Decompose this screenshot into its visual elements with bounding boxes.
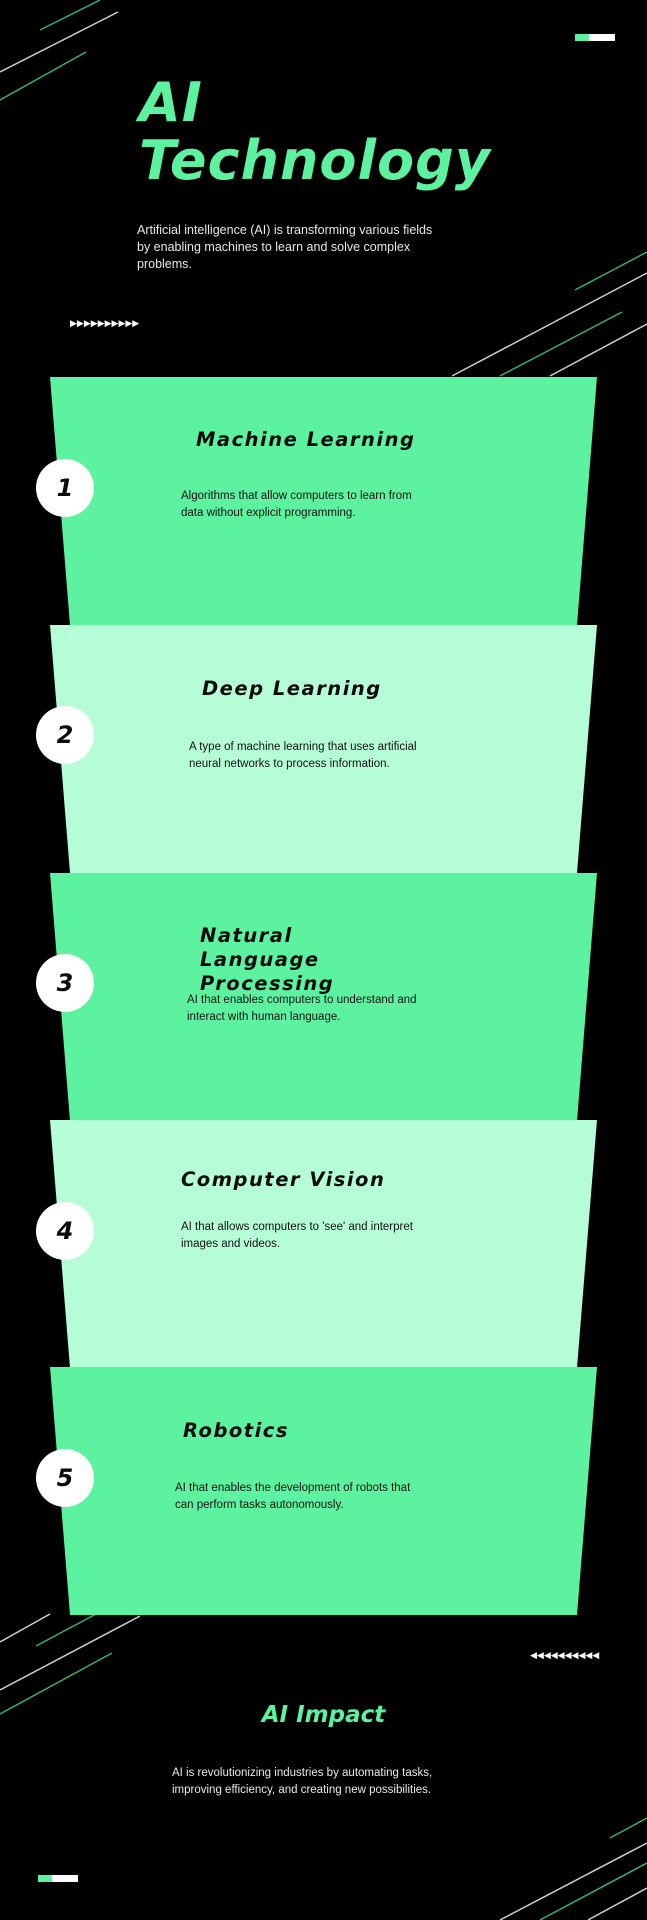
accent-bar-top	[575, 34, 615, 41]
page-title: AI Technology	[139, 74, 491, 190]
title-line-2: Technology	[139, 129, 491, 192]
impact-title: AI Impact	[261, 1702, 386, 1728]
step-4-description: AI that allows computers to 'see' and in…	[181, 1221, 413, 1250]
arrows-right-decoration: ▶▶▶▶▶▶▶▶▶▶	[70, 319, 140, 329]
step-3-panel	[50, 873, 597, 1121]
step-5-description: AI that enables the development of robot…	[175, 1482, 411, 1511]
step-1-title: Machine Learning	[196, 428, 416, 451]
arrows-left-decoration: ◀◀◀◀◀◀◀◀◀◀	[530, 1651, 600, 1661]
step-1-panel	[50, 377, 597, 625]
title-line-1: AI	[139, 71, 203, 134]
step-4-panel	[50, 1120, 597, 1368]
accent-bar-bottom	[38, 1875, 78, 1882]
step-3-description: AI that enables computers to understand …	[187, 994, 417, 1023]
intro-text: Artificial intelligence (AI) is transfor…	[137, 223, 433, 271]
step-3-number: 3	[36, 954, 94, 1012]
step-2-number: 2	[36, 706, 94, 764]
step-1-description: Algorithms that allow computers to learn…	[181, 490, 412, 519]
step-5-number: 5	[36, 1449, 94, 1507]
step-5-panel	[50, 1367, 597, 1615]
step-2-panel	[50, 625, 597, 873]
step-2-description: A type of machine learning that uses art…	[189, 741, 417, 770]
step-4-number: 4	[36, 1202, 94, 1260]
step-3-title: Natural Language Processing	[200, 924, 335, 995]
step-1-number: 1	[36, 459, 94, 517]
step-2-title: Deep Learning	[202, 677, 382, 700]
step-5-title: Robotics	[183, 1419, 289, 1442]
step-4-title: Computer Vision	[181, 1168, 386, 1191]
impact-description: AI is revolutionizing industries by auto…	[172, 1767, 433, 1796]
